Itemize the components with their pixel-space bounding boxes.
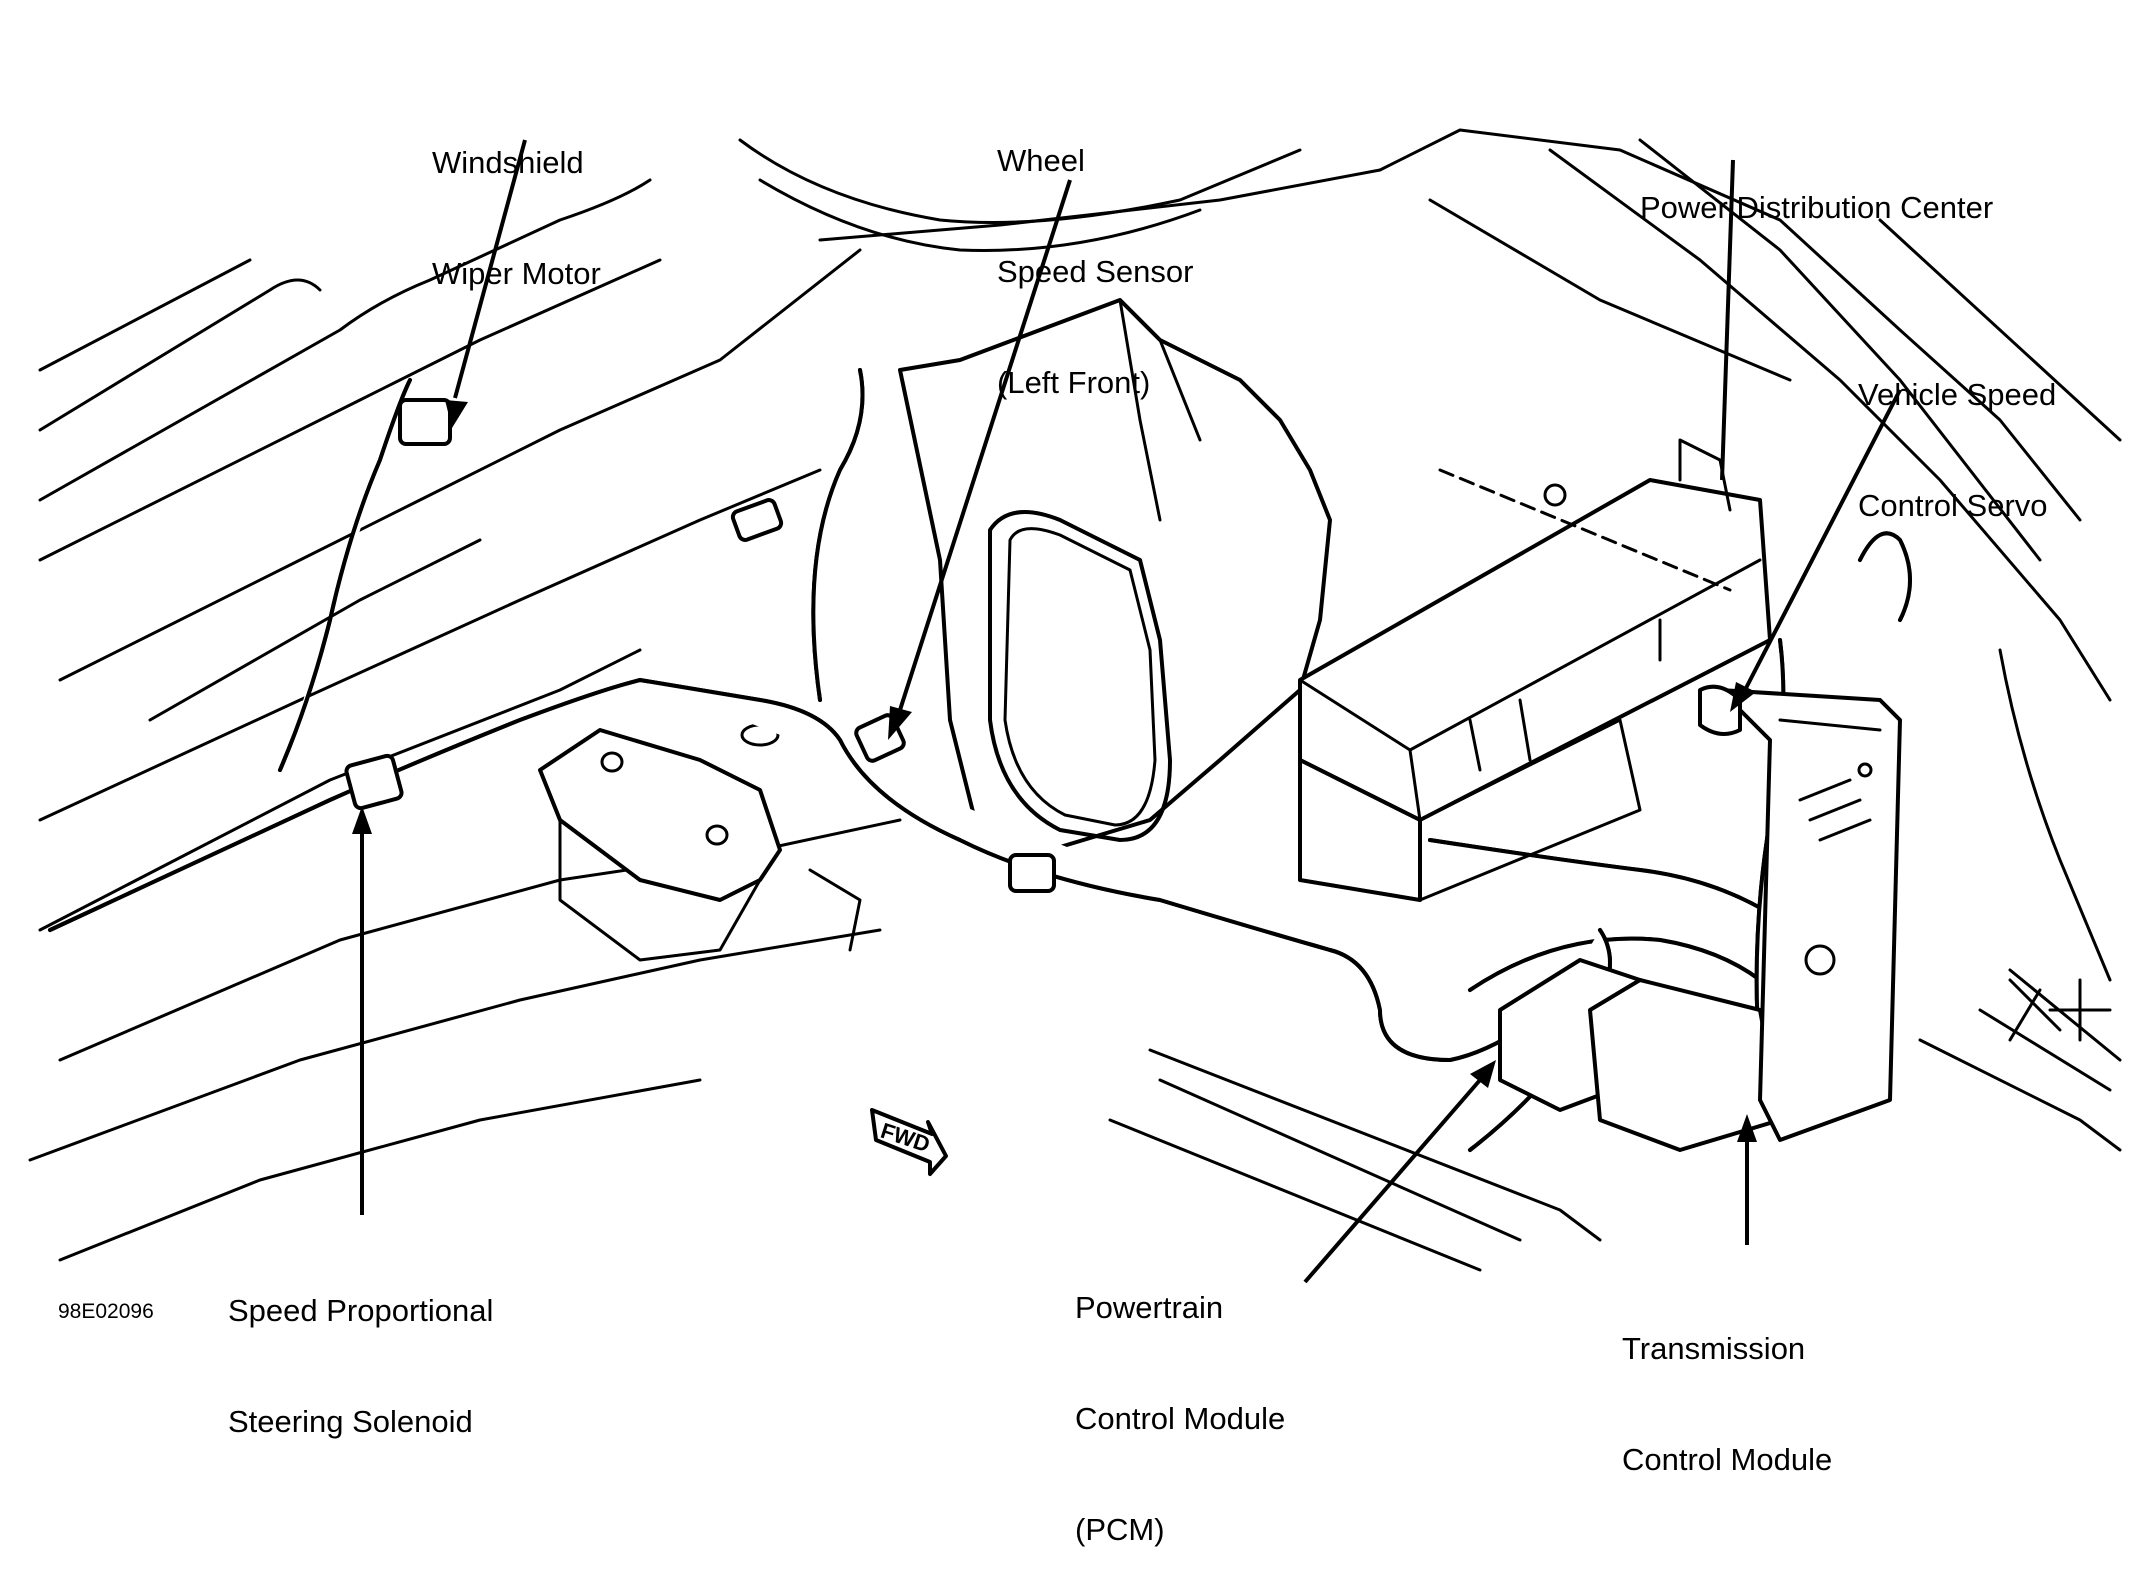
label-line: (PCM) <box>1075 1512 1165 1547</box>
label-wheel-speed-sensor: Wheel Speed Sensor (Left Front) <box>997 68 1193 438</box>
label-line: Steering Solenoid <box>228 1404 473 1439</box>
label-line: Control Module <box>1075 1401 1286 1436</box>
label-line: Powertrain <box>1075 1290 1224 1325</box>
strut-tower <box>898 298 1332 852</box>
body-panels <box>28 128 2122 1272</box>
fwd-arrow-icon: FWD <box>870 1108 948 1176</box>
label-transmission-control-module: Transmission Control Module <box>1622 1256 1832 1515</box>
label-line: Wheel <box>997 143 1085 178</box>
label-line: Vehicle Speed <box>1858 377 2057 412</box>
label-line: Power Distribution Center <box>1640 190 1994 225</box>
label-powertrain-control-module: Powertrain Control Module (PCM) <box>1075 1215 1285 1585</box>
control-modules <box>1498 684 1902 1152</box>
label-power-distribution-center: Power Distribution Center <box>1640 115 1993 263</box>
label-line: Transmission <box>1622 1331 1806 1366</box>
label-windshield-wiper-motor: Windshield Wiper Motor <box>432 70 601 329</box>
power-distribution-center-box <box>1298 438 1772 902</box>
figure-id: 98E02096 <box>58 1300 154 1323</box>
engine-compartment-drawing: FWD <box>28 128 2122 1284</box>
frame-bracket <box>538 723 862 962</box>
label-speed-proportional-steering-solenoid: Speed Proportional Steering Solenoid <box>228 1218 493 1477</box>
label-line: Wiper Motor <box>432 256 601 291</box>
label-line: Control Servo <box>1858 488 2048 523</box>
connectors <box>344 398 1056 893</box>
label-line: (Left Front) <box>997 365 1151 400</box>
label-line: Speed Proportional <box>228 1293 494 1328</box>
label-line: Speed Sensor <box>997 254 1194 289</box>
leader-lines <box>352 139 1902 1284</box>
label-line: Windshield <box>432 145 584 180</box>
label-line: Control Module <box>1622 1442 1833 1477</box>
label-vehicle-speed-control-servo: Vehicle Speed Control Servo <box>1858 302 2056 561</box>
